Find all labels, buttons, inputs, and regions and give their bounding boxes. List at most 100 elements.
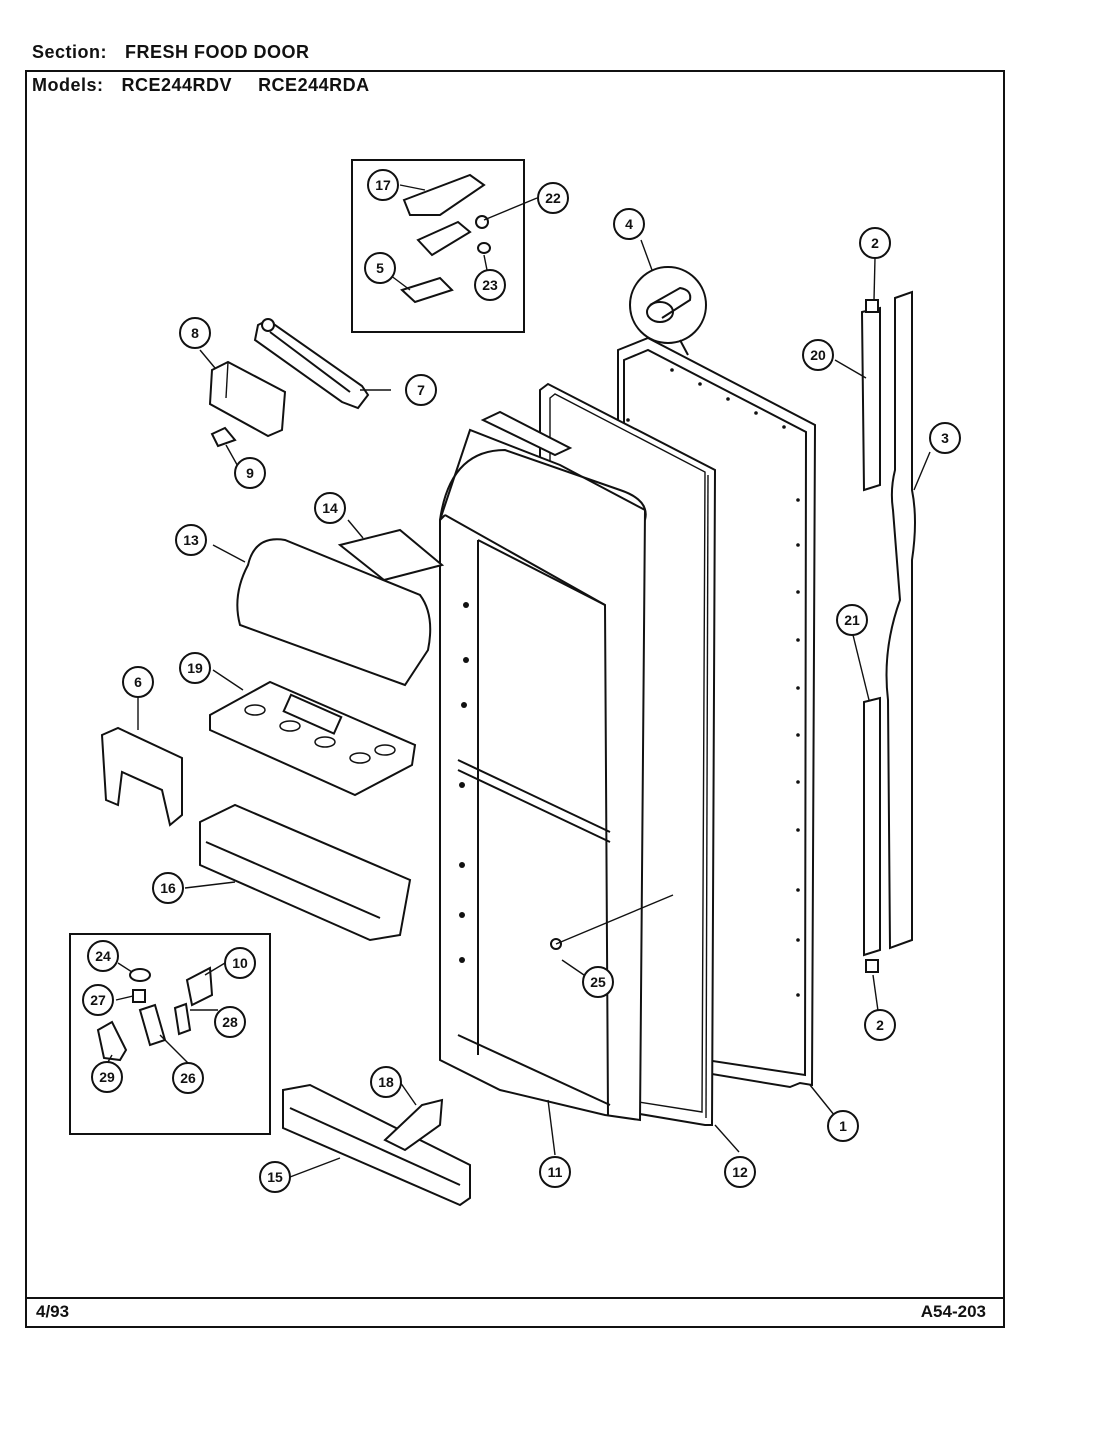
svg-text:26: 26 (180, 1070, 196, 1086)
callout-28: 28 (214, 1006, 246, 1038)
hinge-pin (475, 215, 489, 229)
bin-divider (383, 1098, 444, 1152)
callout-2-bottom: 2 (864, 1009, 896, 1041)
callout-2-top: 2 (859, 227, 891, 259)
callout-15: 15 (259, 1161, 291, 1193)
callout-25: 25 (582, 966, 614, 998)
svg-text:25: 25 (590, 974, 606, 990)
callout-19: 19 (179, 652, 211, 684)
callout-8: 8 (179, 317, 211, 349)
svg-text:5: 5 (376, 260, 384, 276)
handle-end-cap-top (865, 299, 879, 313)
door-shelf-bin (199, 803, 412, 942)
svg-text:18: 18 (378, 1074, 394, 1090)
handle-end-cap-bottom (865, 959, 879, 973)
hinge-clip (210, 426, 237, 448)
callout-12: 12 (724, 1156, 756, 1188)
svg-text:9: 9 (246, 465, 254, 481)
callout-20: 20 (802, 339, 834, 371)
svg-text:14: 14 (322, 500, 338, 516)
callout-18: 18 (370, 1066, 402, 1098)
footer-diagram-code: A54-203 (920, 1302, 986, 1321)
hinge-cover (402, 173, 486, 216)
callout-4: 4 (613, 208, 645, 240)
models-heading: Models: RCE244RDV RCE244RDA (32, 75, 370, 96)
svg-text:17: 17 (375, 177, 391, 193)
svg-text:27: 27 (90, 992, 106, 1008)
callout-9: 9 (234, 457, 266, 489)
latch-spring (138, 1003, 167, 1047)
callout-13: 13 (175, 524, 207, 556)
bracket-clip (185, 966, 214, 1007)
model-1: RCE244RDV (121, 75, 233, 95)
section-label: Section: (32, 42, 108, 62)
footer-date: 4/93 (36, 1302, 70, 1321)
svg-text:8: 8 (191, 325, 199, 341)
handle-trim-upper (860, 306, 881, 492)
svg-text:13: 13 (183, 532, 199, 548)
hinge-shim (400, 276, 454, 304)
dairy-compartment-door (236, 538, 432, 687)
lower-door-bin (282, 1083, 471, 1207)
callout-11: 11 (539, 1156, 571, 1188)
door-plug-cap (629, 266, 707, 356)
svg-text:1: 1 (839, 1118, 847, 1134)
hinge-plate-top (416, 220, 472, 257)
handle-trim-lower (863, 696, 881, 957)
svg-text:21: 21 (844, 612, 860, 628)
callout-27: 27 (82, 984, 114, 1016)
spacer (132, 989, 146, 1003)
svg-text:29: 29 (99, 1069, 115, 1085)
callout-17: 17 (367, 169, 399, 201)
retainer-strip (173, 1002, 192, 1036)
callout-7: 7 (405, 374, 437, 406)
callout-23: 23 (474, 269, 506, 301)
svg-text:4: 4 (625, 216, 633, 232)
section-value: FRESH FOOD DOOR (125, 42, 310, 62)
svg-text:28: 28 (222, 1014, 238, 1030)
callout-5: 5 (364, 252, 396, 284)
model-2: RCE244RDA (258, 75, 370, 95)
callout-29: 29 (91, 1061, 123, 1093)
door-liner (439, 410, 647, 1122)
callout-6: 6 (122, 666, 154, 698)
door-label (337, 528, 445, 582)
svg-text:15: 15 (267, 1169, 283, 1185)
callout-22: 22 (537, 182, 569, 214)
svg-text:10: 10 (232, 955, 248, 971)
latch-body (96, 1020, 128, 1062)
svg-text:3: 3 (941, 430, 949, 446)
models-label: Models: (32, 75, 104, 95)
callout-14: 14 (314, 492, 346, 524)
svg-text:16: 16 (160, 880, 176, 896)
svg-text:12: 12 (732, 1164, 748, 1180)
leader-lines (107, 184, 931, 1178)
callout-10: 10 (224, 947, 256, 979)
hinge-inset-box (351, 159, 525, 333)
svg-text:24: 24 (95, 948, 111, 964)
svg-text:19: 19 (187, 660, 203, 676)
svg-text:2: 2 (871, 235, 879, 251)
svg-text:11: 11 (548, 1164, 563, 1180)
hinge-bracket (208, 360, 287, 438)
callout-21: 21 (836, 604, 868, 636)
upper-hinge (253, 318, 370, 410)
screw-cover (129, 968, 151, 982)
callout-26: 26 (172, 1062, 204, 1094)
egg-tray (209, 680, 417, 797)
door-handle (885, 290, 916, 950)
svg-text:2: 2 (876, 1017, 884, 1033)
hardware-inset-box (69, 933, 271, 1135)
footer-divider (25, 1297, 1005, 1299)
shelf-bracket (100, 726, 183, 827)
callout-16: 16 (152, 872, 184, 904)
callout-24: 24 (87, 940, 119, 972)
callout-3: 3 (929, 422, 961, 454)
svg-text:7: 7 (417, 382, 425, 398)
svg-text:22: 22 (545, 190, 561, 206)
section-heading: Section: FRESH FOOD DOOR (32, 42, 310, 63)
svg-text:20: 20 (810, 347, 826, 363)
hinge-washer (477, 242, 491, 254)
svg-text:6: 6 (134, 674, 142, 690)
